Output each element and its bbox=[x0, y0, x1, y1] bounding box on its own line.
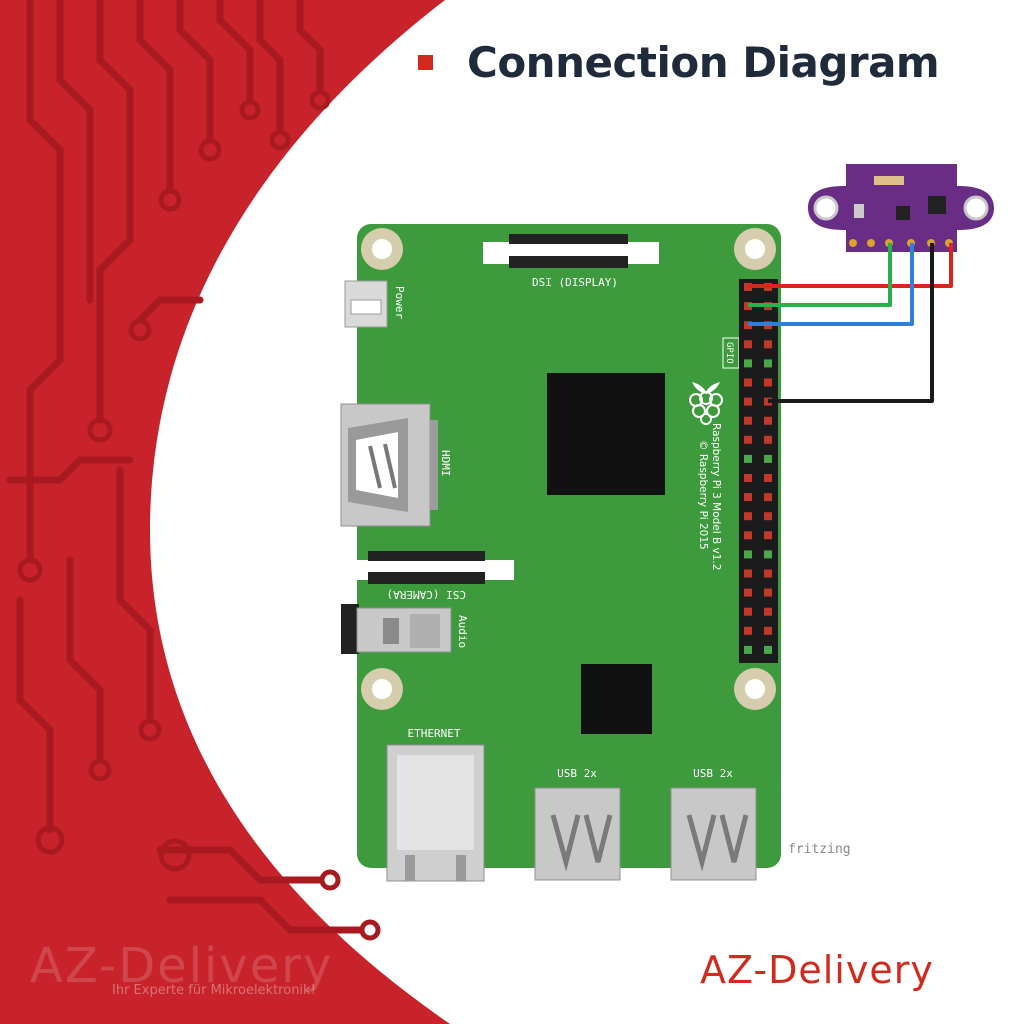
gpio-pin bbox=[744, 340, 752, 349]
gpio-pin bbox=[744, 416, 752, 425]
csi-label: CSI (CAMERA) bbox=[387, 588, 466, 601]
gpio-pin bbox=[764, 531, 772, 540]
gpio-pin bbox=[764, 550, 772, 559]
gpio-pin bbox=[764, 493, 772, 502]
brand-logo: AZ-Delivery bbox=[700, 948, 934, 992]
power-label: Power bbox=[393, 286, 406, 319]
gpio-pin bbox=[744, 569, 752, 578]
gpio-pin bbox=[744, 550, 752, 559]
power-connector: Power bbox=[344, 280, 406, 328]
soc-chip bbox=[547, 373, 665, 495]
gpio-pin bbox=[744, 435, 752, 444]
page-title: Connection Diagram bbox=[467, 37, 940, 87]
gpio-pin bbox=[744, 626, 752, 635]
mounting-hole-icon bbox=[361, 228, 776, 710]
gpio-pin bbox=[764, 359, 772, 368]
gpio-pin bbox=[764, 607, 772, 616]
gpio-pin bbox=[764, 569, 772, 578]
hdmi-connector: HDMI bbox=[340, 403, 452, 527]
gpio-pin bbox=[744, 588, 752, 597]
dsi-connector: DSI (DISPLAY) bbox=[483, 234, 659, 289]
watermark-tagline: Ihr Experte für Mikroelektronik! bbox=[112, 983, 316, 998]
title-bar: Connection Diagram bbox=[418, 34, 940, 90]
gpio-pin bbox=[744, 645, 752, 654]
gpio-pin bbox=[764, 378, 772, 387]
gpio-pin bbox=[744, 607, 752, 616]
ethernet-label: ETHERNET bbox=[408, 727, 461, 740]
gpio-pin bbox=[764, 512, 772, 521]
gpio-pin bbox=[764, 645, 772, 654]
hdmi-label: HDMI bbox=[439, 450, 452, 477]
raspberry-pi-board: DSI (DISPLAY) Power HDMI CSI (CAMERA) bbox=[340, 224, 781, 882]
gpio-pin bbox=[744, 531, 752, 540]
fritzing-credit: fritzing bbox=[788, 842, 851, 857]
audio-label: Audio bbox=[456, 615, 469, 648]
wires bbox=[748, 243, 953, 403]
gpio-pin bbox=[744, 359, 752, 368]
usb2-label: USB 2x bbox=[693, 767, 733, 780]
gpio-pin bbox=[744, 378, 752, 387]
csi-connector: CSI (CAMERA) bbox=[352, 551, 514, 601]
gpio-pin bbox=[764, 626, 772, 635]
gpio-pin bbox=[764, 435, 772, 444]
gpio-pin bbox=[764, 474, 772, 482]
raspberry-logo-icon bbox=[689, 382, 723, 425]
sensor-mount-hole-icon bbox=[963, 195, 989, 221]
usb1-label: USB 2x bbox=[557, 767, 597, 780]
title-bullet-icon bbox=[418, 54, 433, 70]
board-copyright-label: © Raspberry Pi 2015 bbox=[697, 440, 709, 550]
gpio-pin bbox=[764, 454, 772, 463]
gpio-pin bbox=[744, 397, 752, 406]
gpio-pin bbox=[764, 416, 772, 425]
sensor-module bbox=[808, 164, 994, 252]
wire-blue bbox=[748, 243, 914, 326]
red-circuit-background bbox=[0, 0, 450, 1024]
watermark-logo: AZ-Delivery bbox=[30, 938, 334, 994]
usb-port-2: USB 2x bbox=[670, 767, 757, 881]
board-model-label: Raspberry Pi 3 Model B v1.2 bbox=[710, 423, 722, 570]
usb-port-1: USB 2x bbox=[534, 767, 621, 881]
usb-ethernet-chip bbox=[581, 664, 652, 734]
gpio-header: GPIO bbox=[722, 279, 778, 663]
gpio-pin bbox=[744, 512, 752, 521]
gpio-pin bbox=[744, 474, 752, 482]
wire-black bbox=[768, 243, 934, 403]
gpio-pin bbox=[764, 588, 772, 597]
wire-green bbox=[748, 243, 892, 307]
sensor-mount-hole-icon bbox=[813, 195, 839, 221]
dsi-label: DSI (DISPLAY) bbox=[532, 276, 618, 289]
wire-red bbox=[748, 243, 953, 288]
gpio-label: GPIO bbox=[724, 342, 734, 364]
audio-jack: Audio bbox=[341, 604, 469, 654]
gpio-pin bbox=[744, 454, 752, 463]
ethernet-port: ETHERNET bbox=[386, 727, 485, 882]
gpio-pin bbox=[764, 340, 772, 349]
gpio-pin bbox=[744, 493, 752, 502]
